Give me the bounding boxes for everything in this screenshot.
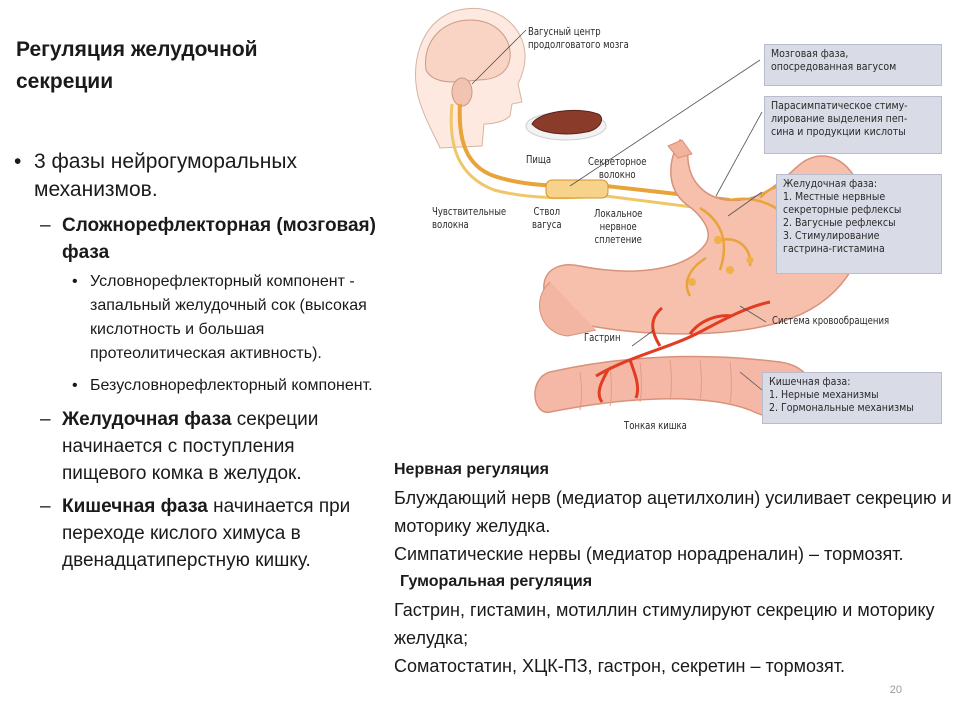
bullet-phases: 3 фазы нейрогуморальных механизмов. <box>14 148 384 204</box>
leader-lines <box>471 29 767 391</box>
intestine-folds <box>579 359 732 411</box>
regulation-section: Нервная регуляция Блуждающий нерв (медиа… <box>394 456 954 680</box>
box-parasympathetic-text: Парасимпатическое стиму- лирование выдел… <box>771 100 908 138</box>
nervous-regulation-text-1: Блуждающий нерв (медиатор ацетилхолин) у… <box>394 488 952 536</box>
nervous-regulation-text-2: Симпатические нервы (медиатор норадренал… <box>394 544 904 564</box>
slide-title: Регуляция желудочной секреции <box>16 38 258 93</box>
humoral-regulation-text-2: Соматостатин, ХЦК-ПЗ, гастрон, секретин … <box>394 656 846 676</box>
intestinal-phase-title: Кишечная фаза <box>62 496 208 517</box>
slide-number: 20 <box>889 684 902 696</box>
label-food: Пища <box>526 154 552 166</box>
bullet-list: 3 фазы нейрогуморальных механизмов. Слож… <box>14 148 384 578</box>
label-gastrin: Гастрин <box>584 332 621 344</box>
nervous-regulation-title: Нервная регуляция <box>394 461 549 478</box>
gastric-phase-title: Желудочная фаза <box>62 409 232 430</box>
box-gastric-phase: Желудочная фаза: 1. Местные нервные секр… <box>776 174 942 274</box>
medulla <box>451 77 473 107</box>
bullet-conditioned-component: Условнорефлекторный компонент - запальны… <box>14 270 384 366</box>
label-local-plexus: Локальное нервное сплетение <box>594 208 643 246</box>
box-parasympathetic: Парасимпатическое стиму- лирование выдел… <box>764 96 942 154</box>
gastric-phase-text: секреции начинается с поступления пищево… <box>62 409 319 484</box>
blood-vessels <box>595 300 771 403</box>
esophagus <box>667 139 693 159</box>
bullet-intestinal-phase: Кишечная фаза начинается при переходе ки… <box>14 493 384 574</box>
intestinal-phase-text: начинается при переходе кислого химуса в… <box>62 496 351 571</box>
bullet-gastric-phase: Желудочная фаза секреции начинается с по… <box>14 406 384 487</box>
bullet-unconditioned-component: Безусловнорефлекторный компонент. <box>14 374 384 398</box>
label-circulation: Система кровообращения <box>772 315 890 327</box>
complex-phase-title: Сложнорефлекторная (мозговая) фаза <box>62 215 376 263</box>
food-item <box>531 109 602 135</box>
duodenum <box>539 281 597 337</box>
humoral-regulation-title: Гуморальная регуляция <box>400 573 593 590</box>
label-vagus-trunk: Ствол вагуса <box>532 206 562 231</box>
label-small-intestine: Тонкая кишка <box>624 420 687 432</box>
box-intestinal-phase-text: Кишечная фаза: 1. Нерные механизмы 2. Го… <box>769 376 914 414</box>
bullet-complex-reflex-phase: Сложнорефлекторная (мозговая) фаза <box>14 212 384 266</box>
box-brain-phase-text: Мозговая фаза, опосредованная вагусом <box>771 48 897 73</box>
label-vagal-center: Вагусный центр продолговатого мозга <box>528 26 629 51</box>
box-intestinal-phase: Кишечная фаза: 1. Нерные механизмы 2. Го… <box>762 372 942 424</box>
label-sensory-fibers: Чувствительные волокна <box>432 206 507 231</box>
secretion-diagram: Вагусный центр продолговатого мозга Пища… <box>400 0 948 448</box>
vagus-trunk-band <box>545 179 609 199</box>
humoral-regulation-text-1: Гастрин, гистамин, мотиллин стимулируют … <box>394 600 935 648</box>
box-brain-phase: Мозговая фаза, опосредованная вагусом <box>764 44 942 86</box>
box-gastric-phase-text: Желудочная фаза: 1. Местные нервные секр… <box>783 178 902 255</box>
label-secretory-fiber: Секреторное волокно <box>588 156 647 181</box>
